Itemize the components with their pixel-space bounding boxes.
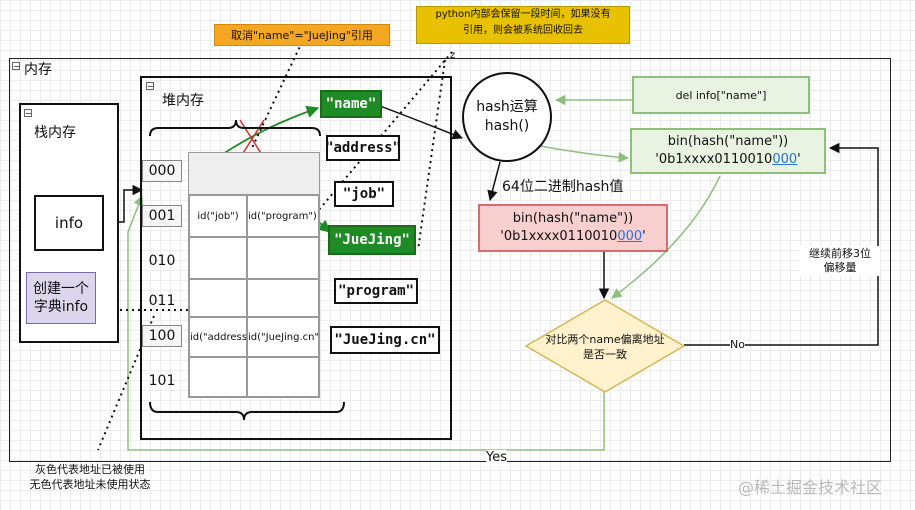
- legend-note: 灰色代表地址已被使用 无色代表地址未使用状态: [10, 462, 170, 492]
- table-row: [247, 357, 319, 397]
- table-row: [247, 237, 319, 279]
- z-mark: z: [450, 50, 456, 61]
- cancel-reference-note: 取消"name"="JueJing"引用: [214, 24, 390, 46]
- bin-red-offset: 000: [617, 229, 643, 244]
- string-address: "address": [325, 135, 401, 161]
- bin-green-line2: '0b1xxxx0110010000': [655, 151, 800, 169]
- no-label: No: [730, 338, 745, 351]
- table-row: [189, 153, 319, 195]
- stack-title: 栈内存: [34, 125, 76, 141]
- bits-label: 64位二进制hash值: [502, 179, 624, 195]
- compare-decision: [524, 299, 686, 393]
- yes-label: Yes: [486, 450, 507, 465]
- address-011: 011: [148, 293, 176, 309]
- address-000: 000: [142, 160, 182, 182]
- address-101: 101: [148, 373, 176, 389]
- collapse-heap-icon[interactable]: −: [146, 82, 154, 91]
- del-statement: del info["name"]: [632, 76, 810, 114]
- shift-label: 继续前移3位 偏移量: [800, 246, 880, 276]
- legend-line2: 无色代表地址未使用状态: [29, 478, 151, 491]
- memory-frame: [9, 58, 891, 462]
- address-010: 010: [148, 253, 176, 269]
- string-program: "program": [334, 278, 418, 304]
- hash-table: id("job") id("program") id("address") id…: [188, 152, 320, 398]
- table-row: [189, 279, 247, 317]
- string-juejing-cn: "JueJing.cn": [330, 326, 440, 354]
- shift-line2: 偏移量: [823, 261, 857, 274]
- string-name: "name": [320, 90, 382, 118]
- watermark: @稀土掘金技术社区: [738, 478, 883, 497]
- bin-green-prefix: '0b1xxxx0110010: [655, 152, 773, 167]
- create-dict-note: 创建一个字典info: [26, 272, 96, 324]
- heap-box: [140, 76, 452, 440]
- bin-green-end: ': [797, 152, 801, 167]
- table-cell-address: id("address"): [189, 317, 247, 357]
- bin-green-offset: 000: [772, 152, 798, 167]
- bin-green-line1: bin(hash("name")): [667, 134, 789, 149]
- compare-text: 对比两个name偏离地址 是否一致: [540, 330, 670, 364]
- bin-hash-green: bin(hash("name")) '0b1xxxx0110010000': [630, 128, 826, 174]
- heap-title: 堆内存: [162, 93, 204, 109]
- compare-line2: 是否一致: [583, 348, 627, 361]
- python-gc-line1: python内部会保留一段时间，如果没有: [435, 9, 611, 20]
- hash-operation: hash运算 hash(): [462, 72, 552, 162]
- legend-line1: 灰色代表地址已被使用: [35, 463, 145, 476]
- table-cell-job: id("job"): [189, 195, 247, 237]
- info-variable: info: [34, 195, 104, 251]
- hash-function-label: hash(): [484, 118, 530, 134]
- bin-red-line2: '0b1xxxx0110010000': [500, 228, 645, 246]
- table-cell-juejing-cn: id("JueJing.cn"): [247, 317, 319, 357]
- table-row: [189, 357, 247, 397]
- python-gc-note: python内部会保留一段时间，如果没有 引用，则会被系统回收回去: [416, 6, 630, 44]
- python-gc-line2: 引用，则会被系统回收回去: [463, 25, 583, 36]
- table-row: [247, 279, 319, 317]
- bin-hash-red: bin(hash("name")) '0b1xxxx0110010000': [478, 204, 668, 252]
- bin-red-line1: bin(hash("name")): [512, 211, 634, 226]
- address-001: 001: [142, 205, 182, 227]
- collapse-memory-icon[interactable]: −: [12, 62, 20, 71]
- string-job: "job": [334, 181, 394, 207]
- memory-title: 内存: [24, 62, 52, 78]
- compare-line1: 对比两个name偏离地址: [545, 333, 665, 346]
- hash-operation-label: hash运算: [476, 99, 538, 115]
- table-cell-program: id("program"): [247, 195, 319, 237]
- collapse-stack-icon[interactable]: −: [24, 109, 32, 118]
- shift-line1: 继续前移3位: [809, 247, 871, 260]
- address-100: 100: [142, 325, 182, 347]
- table-row: [189, 237, 247, 279]
- bin-red-end: ': [642, 229, 646, 244]
- bin-red-prefix: '0b1xxxx0110010: [500, 229, 618, 244]
- string-juejing: "JueJing": [328, 225, 416, 255]
